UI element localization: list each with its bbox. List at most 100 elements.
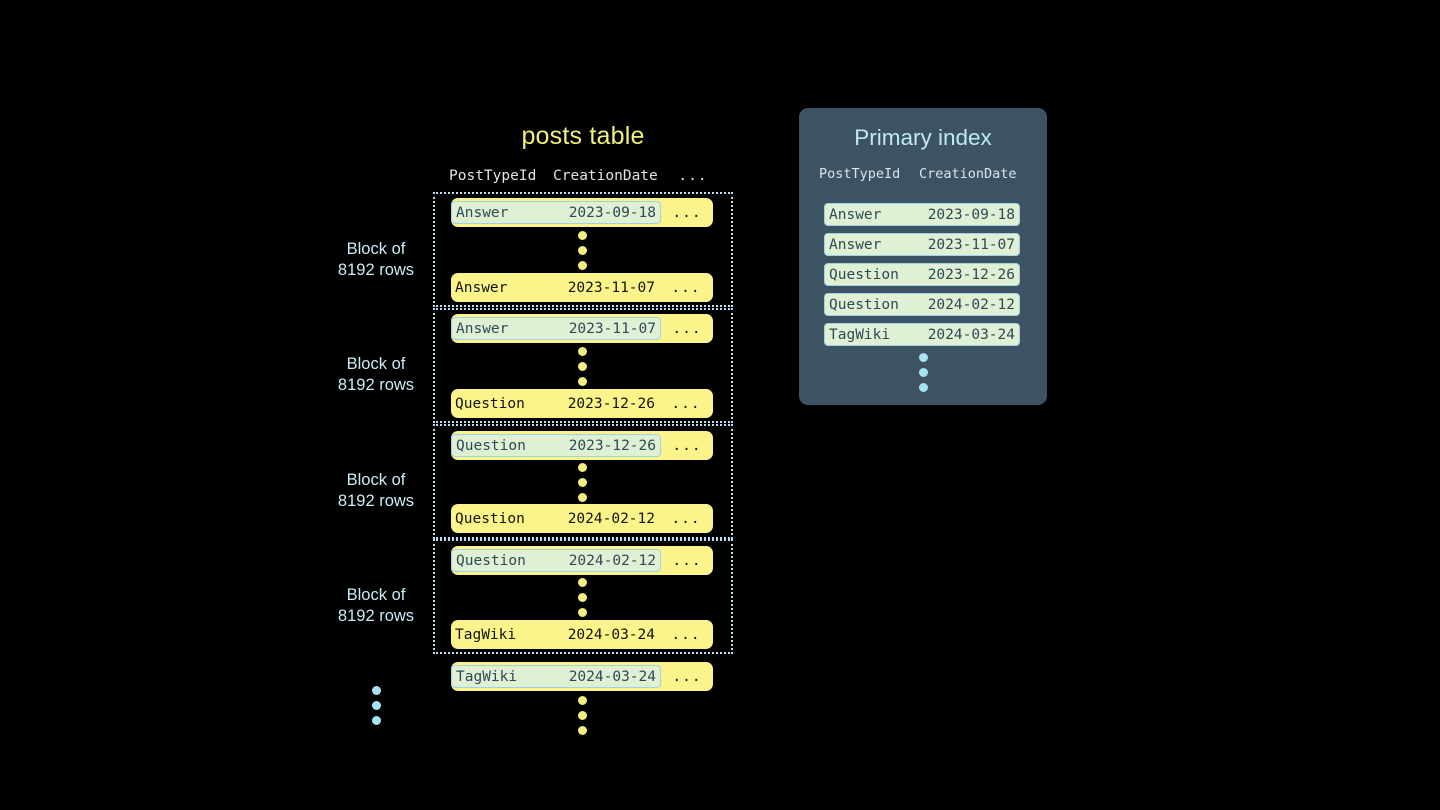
dot: [918, 368, 928, 377]
table-row[interactable]: TagWiki 2024-03-24 ...: [451, 620, 713, 649]
row-creationdate: 2023-12-26: [568, 437, 656, 454]
row-mark-chip: TagWiki 2024-03-24: [451, 665, 661, 688]
row-mark-chip: Answer 2023-09-18: [451, 201, 661, 224]
dot: [918, 353, 928, 362]
index-row-creationdate: 2024-02-12: [927, 296, 1015, 313]
block-label-2: Block of 8192 rows: [296, 354, 456, 396]
primary-index-title: Primary index: [854, 125, 992, 150]
row-creationdate: 2024-03-24: [568, 668, 656, 685]
dot: [371, 701, 381, 710]
row-posttypeid: TagWiki: [455, 626, 517, 643]
table-row[interactable]: Question 2024-02-12 ...: [451, 546, 713, 575]
granule-block-4: [433, 539, 733, 654]
dot: [577, 362, 587, 371]
table-row[interactable]: Question 2024-02-12 ...: [451, 504, 713, 533]
dot: [577, 231, 587, 240]
row-mark-chip: Question 2024-02-12: [451, 549, 661, 572]
dot: [577, 578, 587, 587]
index-row-posttypeid: Answer: [829, 206, 882, 223]
index-row-posttypeid: Question: [829, 266, 899, 283]
table-row[interactable]: TagWiki 2024-03-24 ...: [451, 662, 713, 691]
row-posttypeid: Answer: [455, 279, 508, 296]
table-row[interactable]: Question 2023-12-26 ...: [451, 431, 713, 460]
dot: [577, 593, 587, 602]
dot: [577, 478, 587, 487]
column-header-posttypeid: PostTypeId: [449, 168, 537, 184]
row-mark-chip: Question 2023-12-26: [451, 434, 661, 457]
index-row[interactable]: Answer 2023-09-18: [824, 203, 1020, 226]
row-more: ...: [672, 552, 702, 569]
block-label-3-line2: 8192 rows: [337, 492, 415, 510]
posts-table-title: posts table: [521, 122, 645, 150]
row-more: ...: [671, 626, 701, 643]
dot: [577, 608, 587, 617]
row-more: ...: [672, 320, 702, 337]
dot: [918, 383, 928, 392]
row-ellipsis-4: [577, 578, 587, 617]
index-row[interactable]: TagWiki 2024-03-24: [824, 323, 1020, 346]
block-label-2-line2: 8192 rows: [337, 376, 415, 394]
index-column-header-creationdate: CreationDate: [919, 166, 1017, 182]
granule-block-2: [433, 308, 733, 423]
index-column-header-posttypeid: PostTypeId: [819, 166, 901, 182]
index-row-creationdate: 2023-12-26: [927, 266, 1015, 283]
row-more: ...: [671, 395, 701, 412]
row-posttypeid: Answer: [456, 204, 509, 221]
row-posttypeid: Question: [456, 552, 526, 569]
index-row-creationdate: 2024-03-24: [927, 326, 1015, 343]
block-label-1-line1: Block of: [346, 240, 406, 258]
primary-index-column-headers: PostTypeId CreationDate: [819, 166, 1027, 182]
row-creationdate: 2024-03-24: [567, 626, 655, 643]
column-header-creationdate: CreationDate: [553, 168, 658, 184]
dot: [577, 246, 587, 255]
row-posttypeid: Question: [455, 510, 525, 527]
table-row[interactable]: Answer 2023-11-07 ...: [451, 273, 713, 302]
row-cells: Question 2023-12-26: [451, 392, 659, 415]
block-label-3: Block of 8192 rows: [296, 470, 456, 512]
granule-block-3: [433, 424, 733, 539]
row-cells: Question 2024-02-12: [451, 507, 659, 530]
dot: [577, 726, 587, 735]
index-row[interactable]: Question 2023-12-26: [824, 263, 1020, 286]
block-label-4: Block of 8192 rows: [296, 585, 456, 627]
row-more: ...: [671, 510, 701, 527]
table-row[interactable]: Question 2023-12-26 ...: [451, 389, 713, 418]
block-label-1-line2: 8192 rows: [337, 261, 415, 279]
index-row-posttypeid: Question: [829, 296, 899, 313]
row-more: ...: [671, 279, 701, 296]
row-creationdate: 2023-11-07: [568, 320, 656, 337]
index-row-posttypeid: Answer: [829, 236, 882, 253]
column-header-more: ...: [678, 168, 708, 184]
table-row[interactable]: Answer 2023-11-07 ...: [451, 314, 713, 343]
row-more: ...: [672, 437, 702, 454]
dot: [371, 716, 381, 725]
row-creationdate: 2023-12-26: [567, 395, 655, 412]
block-label-1: Block of 8192 rows: [296, 239, 456, 281]
block-ellipsis: [371, 686, 381, 725]
row-mark-chip: Answer 2023-11-07: [451, 317, 661, 340]
primary-index-panel: Primary index PostTypeId CreationDate An…: [799, 108, 1047, 405]
row-ellipsis-3: [577, 463, 587, 502]
row-creationdate: 2024-02-12: [568, 552, 656, 569]
index-row[interactable]: Question 2024-02-12: [824, 293, 1020, 316]
index-row-creationdate: 2023-09-18: [927, 206, 1015, 223]
posts-table-column-headers: PostTypeId CreationDate ...: [449, 166, 717, 186]
row-cells: TagWiki 2024-03-24: [451, 623, 659, 646]
row-ellipsis-1: [577, 231, 587, 270]
block-label-4-line2: 8192 rows: [337, 607, 415, 625]
dot: [577, 493, 587, 502]
row-cells: Answer 2023-11-07: [451, 276, 659, 299]
granule-block-1: [433, 192, 733, 307]
row-posttypeid: TagWiki: [456, 668, 518, 685]
index-row-posttypeid: TagWiki: [829, 326, 891, 343]
dot: [577, 347, 587, 356]
index-row[interactable]: Answer 2023-11-07: [824, 233, 1020, 256]
row-ellipsis-5: [577, 696, 587, 735]
index-ellipsis: [918, 353, 928, 392]
row-creationdate: 2023-11-07: [567, 279, 655, 296]
table-row[interactable]: Answer 2023-09-18 ...: [451, 198, 713, 227]
row-posttypeid: Question: [455, 395, 525, 412]
dot: [371, 686, 381, 695]
block-label-3-line1: Block of: [346, 471, 406, 489]
row-ellipsis-2: [577, 347, 587, 386]
